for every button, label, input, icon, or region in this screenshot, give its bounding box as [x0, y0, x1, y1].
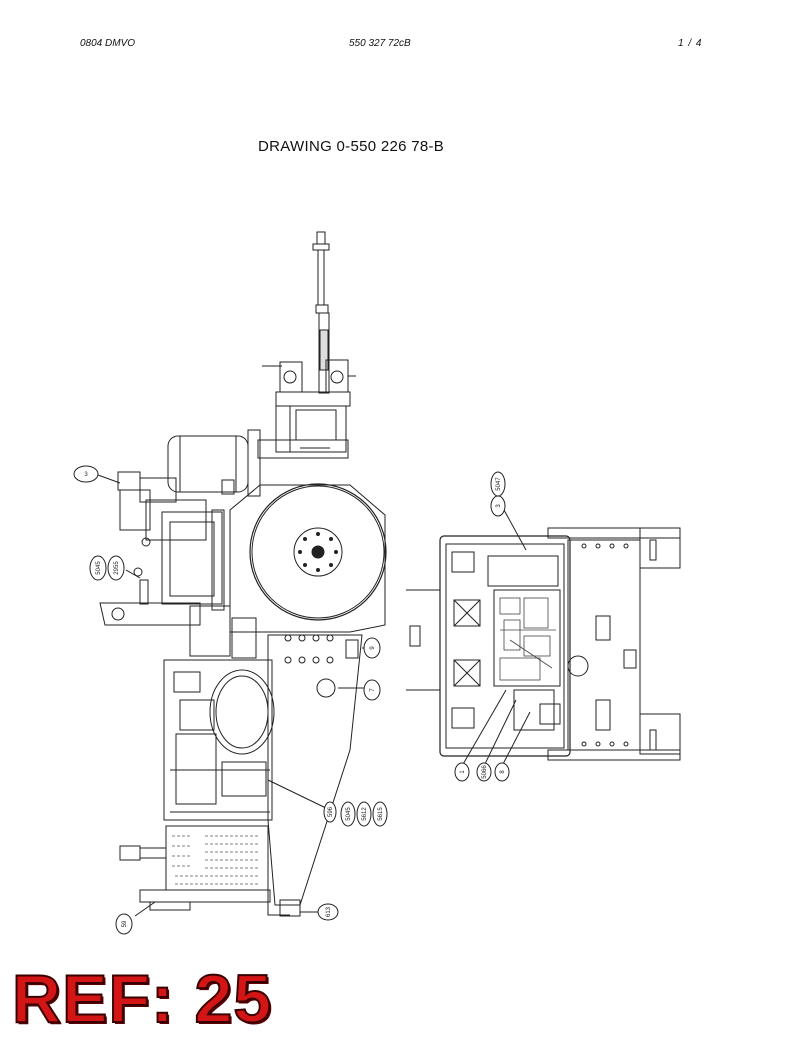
callout-3: 3	[73, 465, 99, 483]
svg-text:5045: 5045	[96, 561, 102, 575]
callout-5612: 5612	[356, 801, 372, 827]
callouts-left: 3 2955 5045 9 7 5045 5612 5615 596 59 61…	[73, 465, 388, 935]
drawing-title: DRAWING 0-550 226 78-B	[258, 138, 445, 155]
callout-2955: 2955	[107, 555, 125, 581]
svg-text:596: 596	[328, 806, 334, 817]
svg-text:3: 3	[84, 472, 88, 478]
callout-r-8: 8	[494, 762, 510, 782]
callout-r-5047: 5047	[490, 471, 506, 497]
svg-text:2955: 2955	[114, 561, 120, 575]
callout-r-5066: 5066	[476, 762, 492, 782]
header-part-number: 550 327 72cB	[349, 38, 411, 49]
callout-r-1: 1	[454, 762, 470, 782]
svg-text:59: 59	[122, 920, 128, 927]
callout-613: 613	[317, 903, 339, 921]
ref-stamp: REF: 25	[11, 960, 273, 1038]
callout-59: 59	[115, 913, 133, 935]
svg-text:9: 9	[370, 646, 376, 650]
callout-5045-b: 5045	[340, 801, 356, 827]
svg-text:8: 8	[500, 770, 506, 774]
svg-text:5615: 5615	[378, 807, 384, 821]
header-doc-code: 0804 DMVO	[80, 38, 136, 49]
svg-text:5612: 5612	[362, 807, 368, 821]
callout-9: 9	[363, 637, 381, 659]
callouts-right: 3 5047 1 5066 8	[454, 471, 510, 782]
callout-5045-a: 5045	[89, 555, 107, 581]
svg-text:3: 3	[496, 504, 502, 508]
header-page-number: 1 / 4	[678, 38, 703, 49]
svg-text:7: 7	[370, 688, 376, 692]
svg-text:613: 613	[326, 906, 332, 917]
svg-text:5047: 5047	[496, 477, 502, 491]
side-view	[97, 231, 387, 917]
callout-7: 7	[363, 679, 381, 701]
callout-5615: 5615	[372, 801, 388, 827]
callout-r-3: 3	[490, 495, 506, 517]
svg-text:5045: 5045	[346, 807, 352, 821]
svg-text:1: 1	[460, 770, 466, 774]
top-view	[406, 509, 681, 767]
svg-text:5066: 5066	[482, 765, 488, 779]
callout-596: 596	[323, 801, 337, 823]
